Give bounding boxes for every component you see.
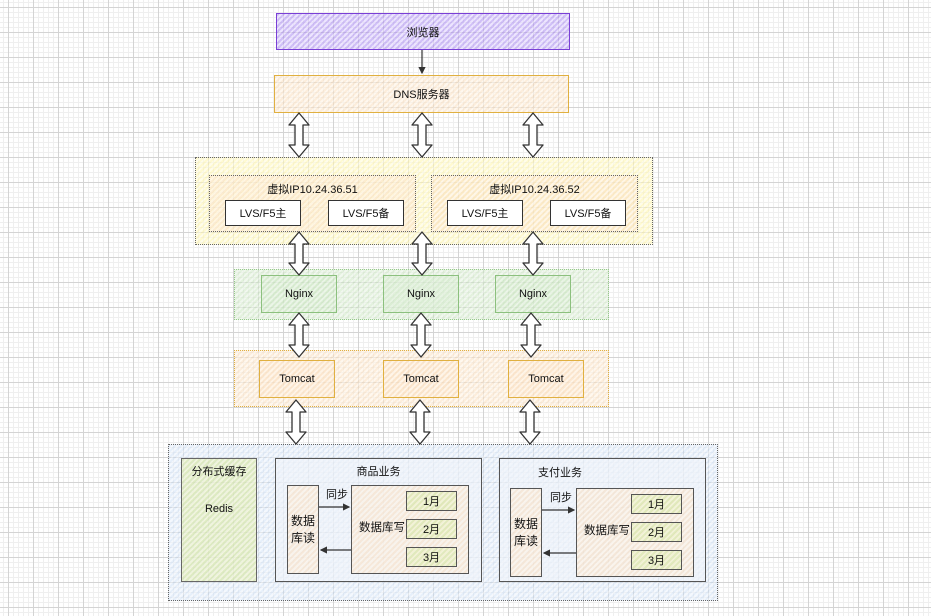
browser-label: 浏览器 [406, 26, 440, 39]
dns-lvs-arrow-2 [411, 112, 433, 158]
dns-lvs-arrow-1 [288, 112, 310, 158]
payment-sync-label: 同步 [550, 492, 572, 504]
product-db-write-label: 数据库写 [359, 522, 405, 534]
tomcat-data-arrow-2 [409, 399, 431, 445]
lvs-backup-2[interactable]: LVS/F5备 [550, 200, 626, 226]
payment-db-read[interactable]: 数据 库读 [510, 488, 542, 577]
lvs-nginx-arrow-1 [288, 231, 310, 276]
distributed-cache-node[interactable] [181, 458, 257, 582]
dns-lvs-arrow-3 [522, 112, 544, 158]
lvs-master-1[interactable]: LVS/F5主 [225, 200, 301, 226]
redis-label: Redis [204, 503, 234, 515]
product-partition-1[interactable]: 1月 [406, 491, 457, 511]
vip-label-1: 虚拟IP10.24.36.51 [267, 184, 358, 196]
lvs-nginx-arrow-2 [411, 231, 433, 276]
tomcat-node-3[interactable]: Tomcat [508, 360, 584, 398]
payment-partition-2[interactable]: 2月 [631, 522, 682, 542]
tomcat-node-1[interactable]: Tomcat [259, 360, 335, 398]
lvs-master-2[interactable]: LVS/F5主 [447, 200, 523, 226]
product-sync-label: 同步 [326, 489, 348, 501]
dns-server-label: DNS服务器 [393, 89, 450, 101]
lvs-backup-1[interactable]: LVS/F5备 [328, 200, 404, 226]
tomcat-node-2[interactable]: Tomcat [383, 360, 459, 398]
lvs-nginx-arrow-3 [522, 231, 544, 276]
payment-service-title: 支付业务 [538, 467, 582, 479]
cache-title: 分布式缓存 [191, 466, 247, 478]
payment-partition-1[interactable]: 1月 [631, 494, 682, 514]
nginx-node-2[interactable]: Nginx [383, 275, 459, 313]
product-partition-2[interactable]: 2月 [406, 519, 457, 539]
vip-label-2: 虚拟IP10.24.36.52 [489, 184, 580, 196]
nginx-tomcat-arrow-1 [288, 312, 310, 358]
product-db-read[interactable]: 数据 库读 [287, 485, 319, 574]
product-service-title: 商品业务 [356, 466, 401, 478]
product-partition-3[interactable]: 3月 [406, 547, 457, 567]
nginx-tomcat-arrow-3 [520, 312, 542, 358]
dns-server-node[interactable]: DNS服务器 [274, 75, 569, 113]
tomcat-data-arrow-1 [285, 399, 307, 445]
nginx-tomcat-arrow-2 [410, 312, 432, 358]
payment-db-write-label: 数据库写 [584, 525, 630, 537]
payment-partition-3[interactable]: 3月 [631, 550, 682, 570]
browser-node[interactable]: 浏览器 [276, 13, 570, 50]
nginx-node-3[interactable]: Nginx [495, 275, 571, 313]
tomcat-data-arrow-3 [519, 399, 541, 445]
